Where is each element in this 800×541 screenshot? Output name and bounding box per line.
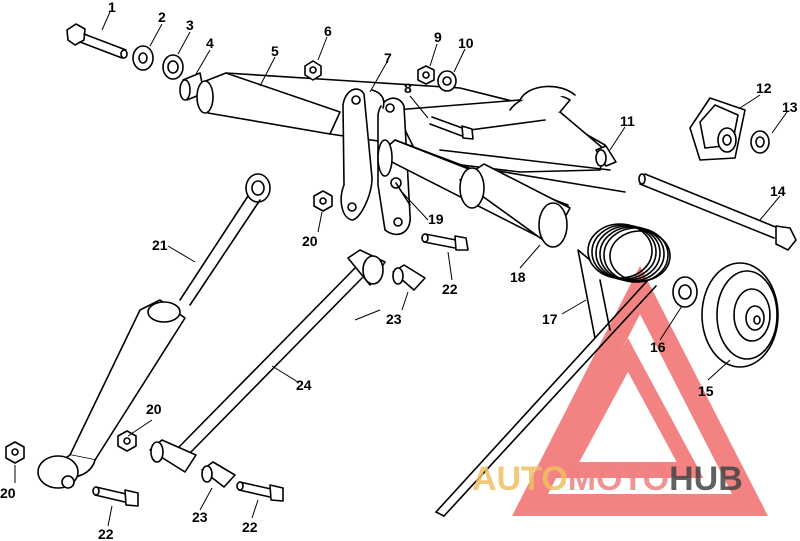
part-bolt-8 xyxy=(429,116,474,140)
part-bolt-14 xyxy=(638,173,797,251)
callout-23-upper: 23 xyxy=(386,311,402,327)
watermark-logo xyxy=(512,265,768,516)
callout-1: 1 xyxy=(108,0,116,15)
callout-2: 2 xyxy=(158,9,166,25)
part-link-24 xyxy=(149,249,386,473)
part-washer-16 xyxy=(672,276,698,308)
callout-20-left: 20 xyxy=(0,485,16,501)
watermark-wordmark: AUTOMOTOHUB xyxy=(472,460,743,498)
callout-23-lower: 23 xyxy=(192,509,208,525)
watermark-auto: AUTO xyxy=(472,460,568,498)
part-wheel-15 xyxy=(701,262,779,368)
callout-14: 14 xyxy=(770,183,786,199)
part-bushing-23-upper xyxy=(392,264,426,291)
part-spring-17 xyxy=(435,223,671,517)
part-shock-21 xyxy=(37,173,271,489)
callout-19: 19 xyxy=(428,211,444,227)
part-bracket-7 xyxy=(340,88,411,236)
part-frame xyxy=(394,85,626,193)
part-nut-20-upper xyxy=(313,190,333,212)
callout-12: 12 xyxy=(756,80,772,96)
callout-17: 17 xyxy=(542,311,558,327)
callout-11: 11 xyxy=(620,113,635,129)
part-nut-20-left xyxy=(5,441,25,464)
svg-text:AUTOMOTOHUB: AUTOMOTOHUB xyxy=(472,460,743,498)
part-stub-11 xyxy=(595,145,617,167)
part-nut-20-mid xyxy=(117,430,137,452)
callout-3: 3 xyxy=(186,17,194,33)
callout-21: 21 xyxy=(152,237,168,253)
callout-22-upper: 22 xyxy=(442,281,458,297)
part-washer-10 xyxy=(437,70,457,92)
callout-13: 13 xyxy=(782,99,798,115)
part-bolt-1 xyxy=(66,23,128,59)
callout-8: 8 xyxy=(404,80,412,96)
callout-22-right: 22 xyxy=(242,519,258,535)
part-washer-3 xyxy=(162,54,184,80)
part-washer-13 xyxy=(750,130,770,154)
callout-10: 10 xyxy=(458,35,474,51)
watermark-hub: HUB xyxy=(669,460,743,498)
callout-4: 4 xyxy=(206,35,214,51)
part-bushing-23-lower xyxy=(201,461,236,488)
part-block-12 xyxy=(689,97,746,161)
callout-22-left: 22 xyxy=(98,526,114,541)
part-bolt-22-left xyxy=(92,486,139,507)
callout-20-upper: 20 xyxy=(302,233,318,249)
callout-18: 18 xyxy=(510,269,526,285)
part-bolt-22-right xyxy=(236,481,284,502)
watermark-triangle xyxy=(512,265,768,516)
callout-20-mid: 20 xyxy=(146,401,162,417)
callout-5: 5 xyxy=(271,43,279,59)
part-pin-19 xyxy=(390,177,411,206)
leader-lines xyxy=(14,11,788,527)
callout-24: 24 xyxy=(296,377,312,393)
part-washer-2 xyxy=(132,45,154,71)
callout-15: 15 xyxy=(698,383,714,399)
callout-7: 7 xyxy=(384,50,392,66)
callout-16: 16 xyxy=(650,339,666,355)
watermark-triangle-inner xyxy=(552,338,704,478)
callout-9: 9 xyxy=(434,29,442,45)
part-nut-6 xyxy=(304,60,322,81)
callout-6: 6 xyxy=(324,23,332,39)
part-bolt-22-upper xyxy=(421,233,469,251)
part-roller-18 xyxy=(377,139,571,248)
watermark-moto: MOTO xyxy=(568,460,669,498)
part-nut-9 xyxy=(417,65,435,85)
